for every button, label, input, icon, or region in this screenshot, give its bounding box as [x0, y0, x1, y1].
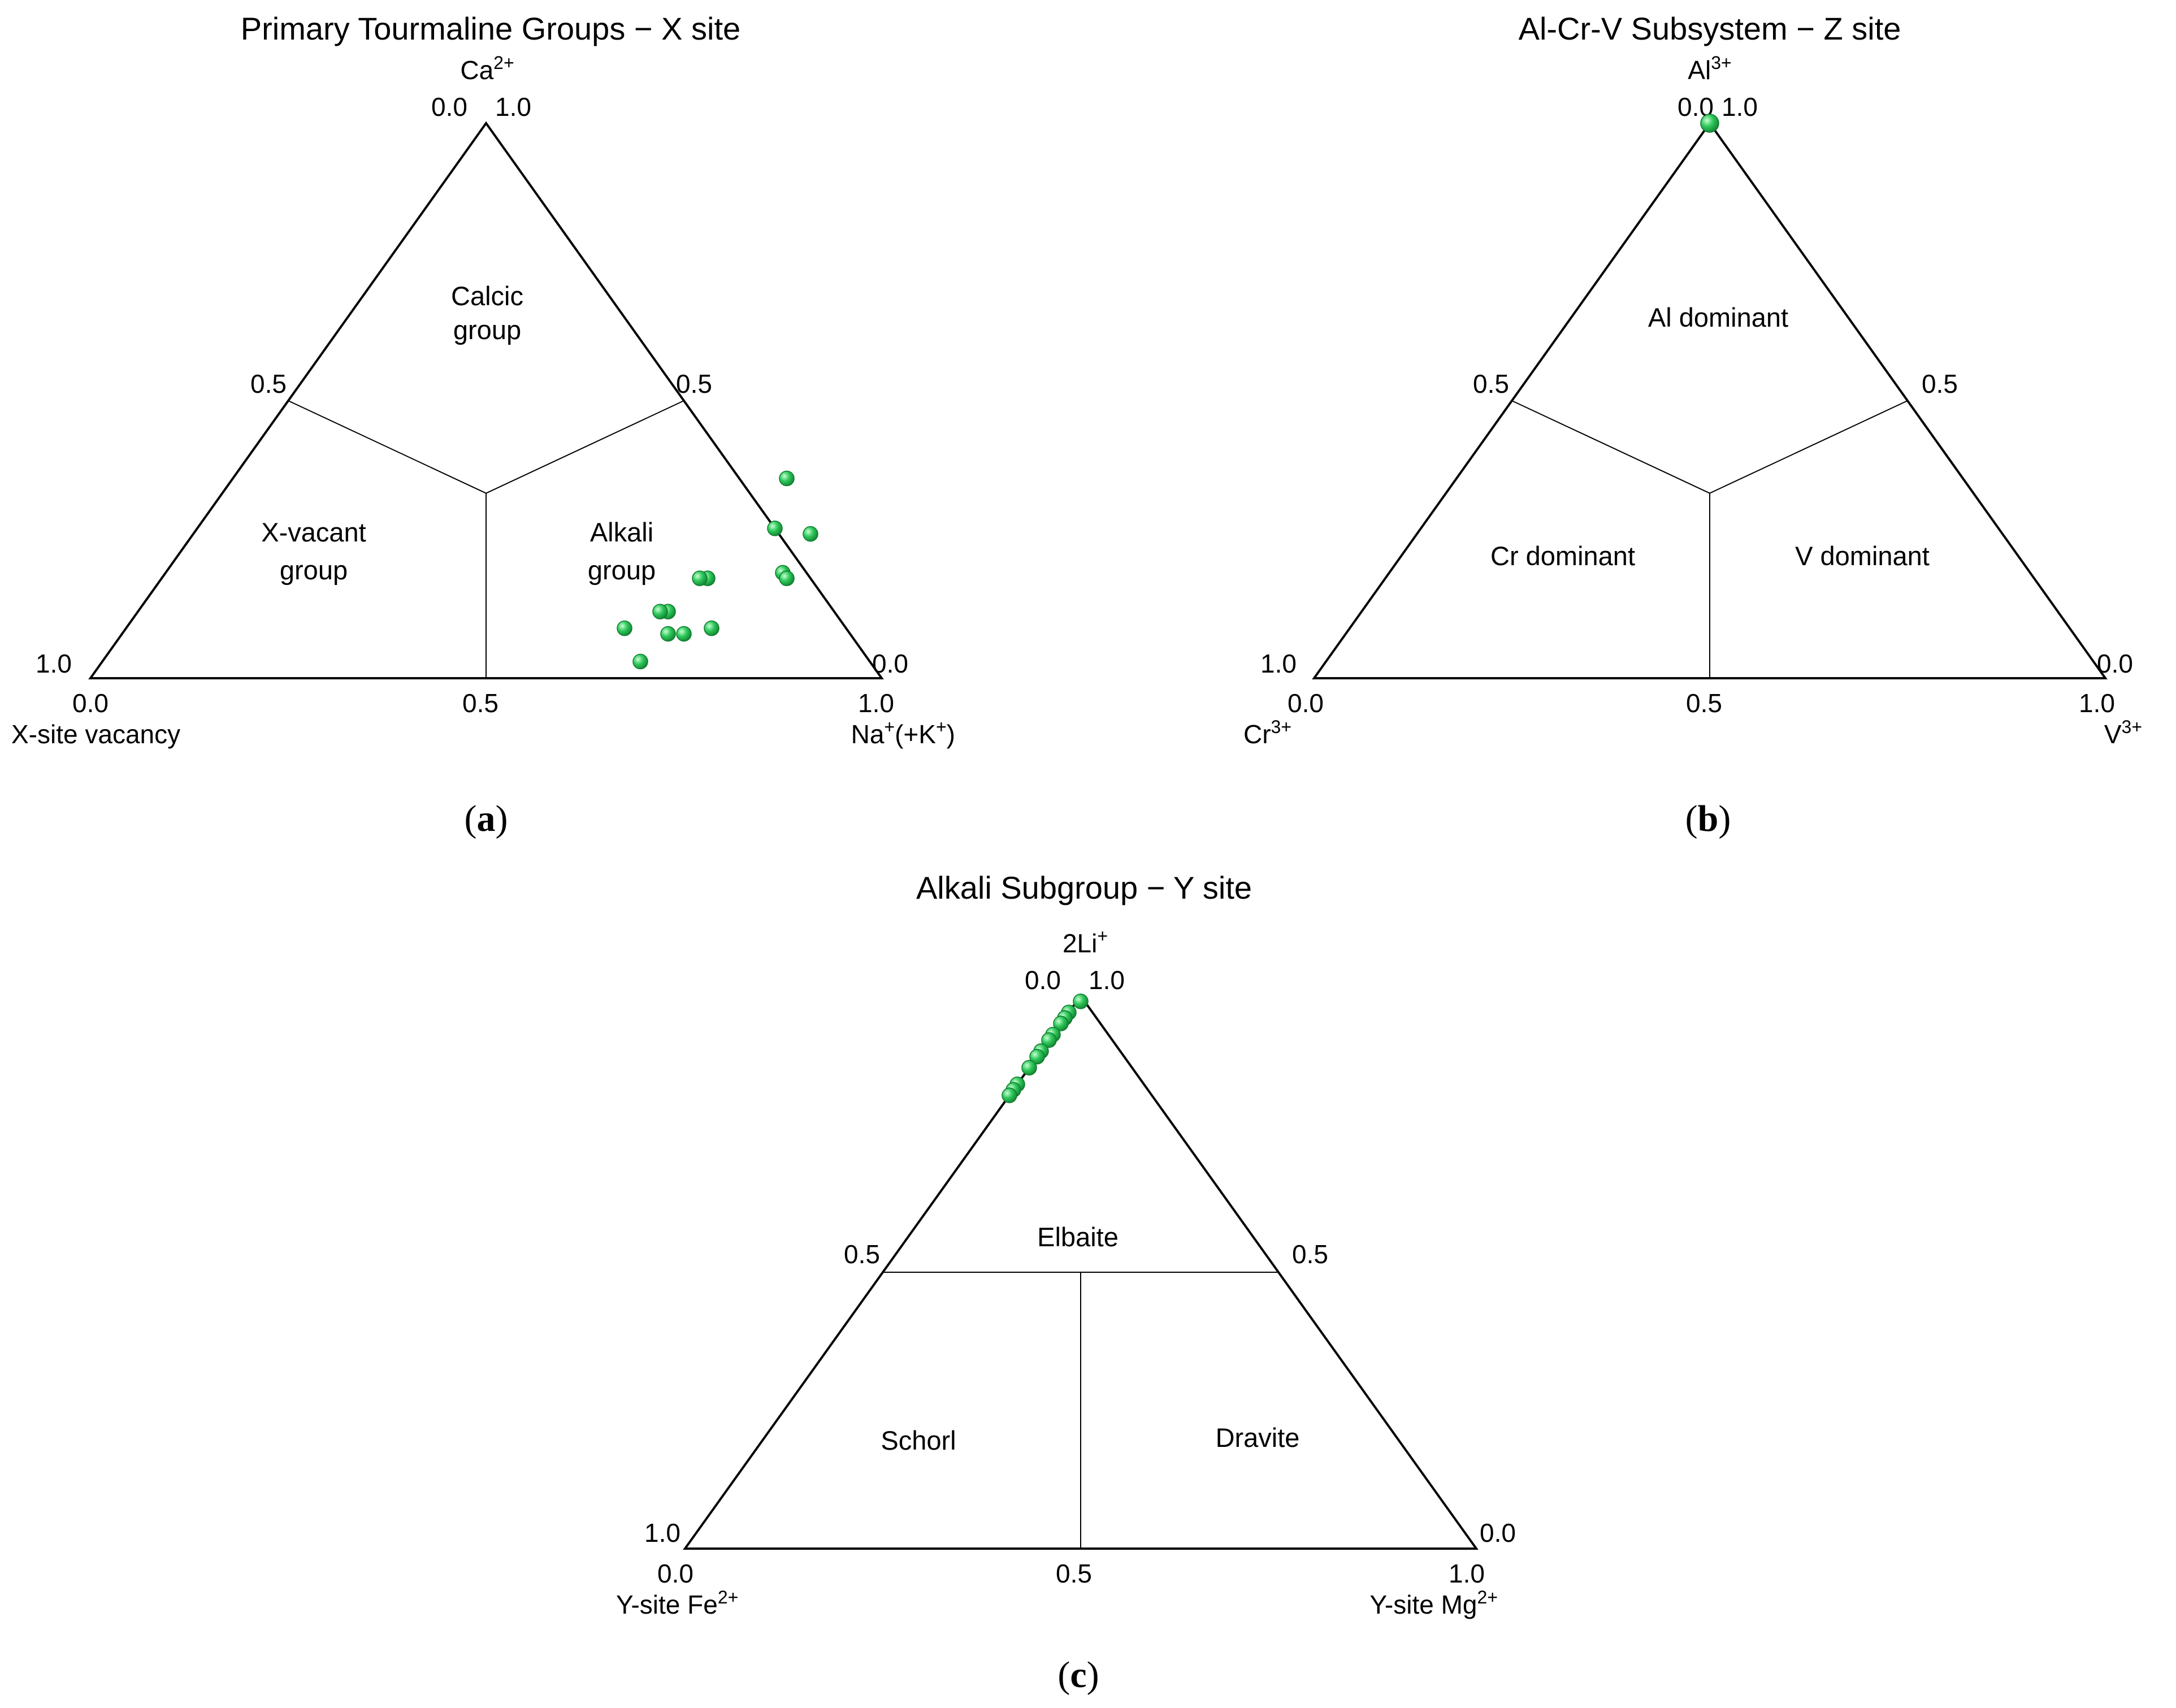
field-label: Al dominant: [1648, 302, 1788, 332]
field-label: Schorl: [881, 1425, 956, 1455]
data-point: [704, 620, 719, 636]
tick-label: 0.0: [657, 1559, 693, 1588]
vertex-label-right: Na+(+K+): [851, 717, 955, 749]
tick-label: 0.0: [72, 688, 109, 718]
data-point: [767, 521, 783, 536]
panel-letter: (b): [1685, 798, 1731, 839]
tick-label: 0.5: [1056, 1559, 1092, 1588]
tick-label: 0.0: [2097, 649, 2133, 678]
tick-label: 1.0: [644, 1518, 680, 1547]
tick-label: 0.0: [872, 649, 908, 678]
vertex-label-top: 2Li+: [1063, 926, 1108, 958]
tick-label: 0.5: [1292, 1239, 1328, 1269]
vertex-label-left: X-site vacancy: [11, 719, 180, 749]
tick-label: 1.0: [1449, 1559, 1485, 1588]
vertex-label-top: Ca2+: [460, 53, 514, 85]
data-points: [617, 470, 818, 670]
vertex-label-right: Y-site Mg2+: [1369, 1587, 1498, 1619]
field-label: group: [280, 555, 348, 585]
tick-label: 0.5: [1473, 369, 1509, 398]
data-point: [1073, 994, 1089, 1009]
panel-title: Alkali Subgroup − Y site: [916, 870, 1252, 905]
data-point: [1021, 1060, 1037, 1076]
tick-label: 0.5: [844, 1239, 880, 1269]
panel-letter: (c): [1057, 1654, 1099, 1696]
field-label: Calcic: [451, 281, 523, 311]
tick-label: 0.5: [250, 369, 287, 398]
tick-label: 1.0: [858, 688, 894, 718]
data-point: [676, 626, 692, 642]
field-label: Elbaite: [1037, 1222, 1119, 1252]
vertex-label-top: Al3+: [1688, 53, 1731, 85]
field-label: V dominant: [1795, 541, 1930, 571]
data-point: [1002, 1087, 1017, 1103]
panel-letter: (a): [465, 798, 508, 839]
data-point: [692, 570, 708, 586]
field-label: group: [453, 315, 521, 345]
data-point: [803, 526, 818, 542]
data-point: [1053, 1016, 1069, 1031]
data-point: [779, 570, 795, 586]
data-point: [617, 620, 632, 636]
ternary-panel-c: Alkali Subgroup − Y site 2Li+ Y-site Fe2+ Y…: [616, 870, 1516, 1696]
data-point: [652, 604, 668, 619]
vertex-label-left: Cr3+: [1243, 717, 1291, 749]
data-point: [1029, 1048, 1045, 1065]
panel-title: Primary Tourmaline Groups − X site: [241, 11, 740, 46]
tick-label: 1.0: [1722, 92, 1758, 122]
tick-label: 0.0: [1025, 965, 1061, 995]
tick-label: 1.0: [495, 92, 531, 122]
field-label: Cr dominant: [1490, 541, 1635, 571]
field-boundary: [486, 400, 684, 494]
tick-label: 0.0: [1480, 1518, 1516, 1547]
field-label: Alkali: [590, 517, 653, 547]
data-points: [1700, 114, 1719, 133]
data-point: [632, 653, 648, 670]
tick-label: 1.0: [36, 649, 72, 678]
data-point: [1700, 114, 1719, 133]
field-boundary: [1511, 400, 1710, 494]
field-label: group: [588, 555, 656, 585]
tick-label: 0.0: [431, 92, 467, 122]
field-label: Dravite: [1216, 1423, 1300, 1453]
data-points: [1002, 994, 1089, 1103]
tick-label: 1.0: [1260, 649, 1297, 678]
vertex-label-right: V3+: [2104, 717, 2142, 749]
vertex-label-left: Y-site Fe2+: [616, 1587, 738, 1619]
tick-label: 0.5: [676, 369, 712, 398]
field-boundary: [1709, 400, 1908, 494]
tick-label: 0.5: [1686, 688, 1722, 718]
tick-label: 0.0: [1288, 688, 1324, 718]
tick-label: 0.5: [462, 688, 499, 718]
panel-title: Al-Cr-V Subsystem − Z site: [1519, 11, 1901, 46]
tick-label: 1.0: [2079, 688, 2115, 718]
field-boundary: [288, 400, 487, 494]
tick-label: 0.5: [1922, 369, 1958, 398]
data-point: [779, 470, 795, 487]
field-label: X-vacant: [261, 517, 366, 547]
data-point: [660, 626, 676, 642]
tick-label: 1.0: [1089, 965, 1125, 995]
data-point: [1041, 1032, 1057, 1048]
